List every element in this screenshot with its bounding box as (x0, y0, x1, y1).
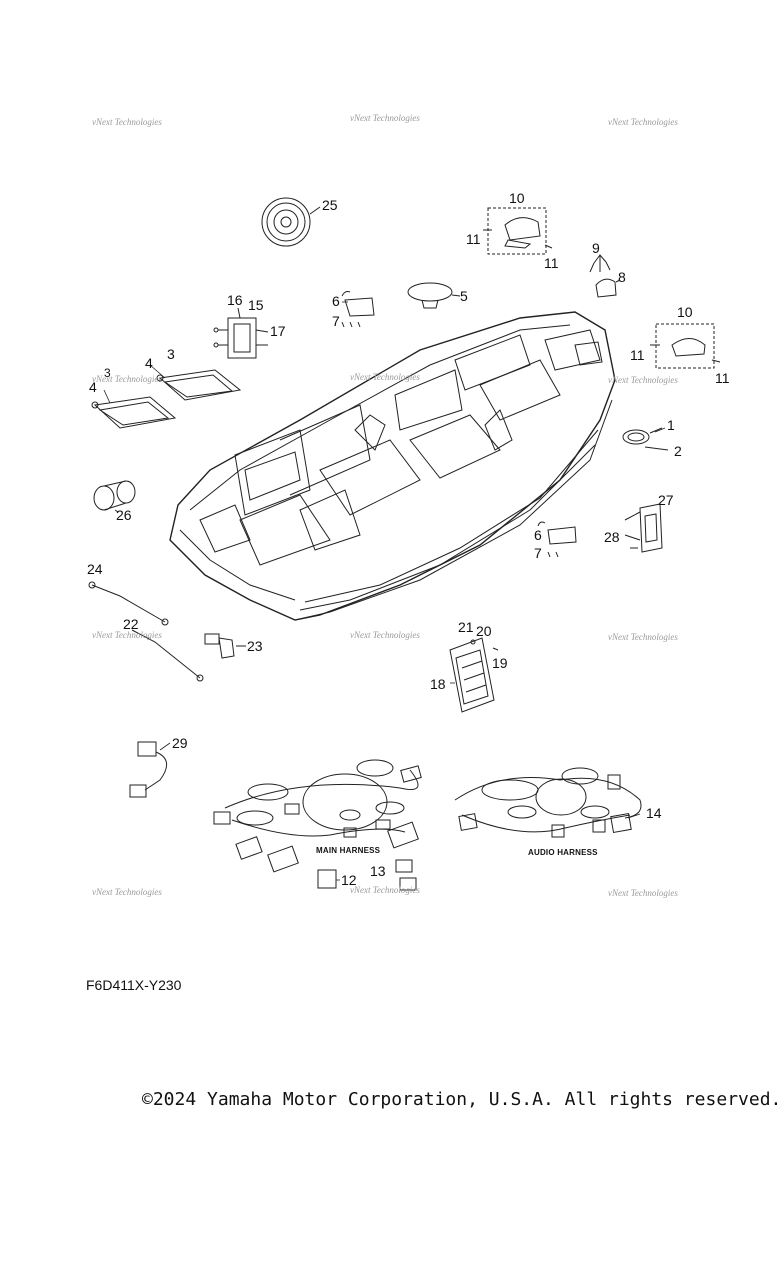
part-15-16-17-bracket (213, 307, 269, 359)
callout-11-top-right: 11 (544, 255, 559, 271)
watermark-3: vNext Technologies (608, 117, 678, 127)
callout-8: 8 (618, 269, 626, 285)
callout-20: 20 (476, 623, 492, 639)
watermark-2: vNext Technologies (350, 113, 420, 123)
callout-2: 2 (674, 443, 682, 459)
watermark-4: vNext Technologies (92, 374, 162, 384)
watermark-10: vNext Technologies (92, 887, 162, 897)
part-27-28-bracket (624, 503, 663, 553)
boat-hull (169, 311, 616, 621)
part-10-light-assembly-top (483, 207, 553, 255)
callout-6-upper: 6 (332, 293, 340, 309)
main-harness (213, 759, 422, 873)
leader-lines (103, 301, 666, 881)
callout-13: 13 (370, 863, 386, 879)
part-29-adapter (129, 741, 167, 798)
callout-11-right-left: 11 (630, 347, 645, 363)
callout-9: 9 (592, 240, 600, 256)
callout-27: 27 (658, 492, 674, 508)
part-3-4-trays (91, 369, 242, 429)
part-5-cover (407, 282, 461, 309)
watermark-8: vNext Technologies (350, 630, 420, 640)
callout-1: 1 (667, 417, 675, 433)
callout-6-lower: 6 (534, 527, 542, 543)
part-8-9-connector (589, 254, 621, 298)
callout-23: 23 (247, 638, 263, 654)
part-18-fuse-box (449, 637, 499, 713)
part-22-24-cables (88, 581, 204, 682)
audio-harness (454, 767, 642, 838)
part-25-cover (261, 197, 321, 247)
callout-12: 12 (341, 872, 357, 888)
callout-19: 19 (492, 655, 508, 671)
part-10-light-assembly-right (650, 323, 721, 369)
callout-29: 29 (172, 735, 188, 751)
part-1-2-plate (622, 427, 669, 451)
callout-16: 16 (227, 292, 243, 308)
part-6-7-light-lower (537, 521, 577, 558)
callout-5: 5 (460, 288, 468, 304)
audio-harness-label: AUDIO HARNESS (528, 848, 598, 857)
part-26-socket (93, 480, 136, 513)
callout-4-lower: 4 (89, 379, 97, 395)
callout-10-right: 10 (677, 304, 693, 320)
callout-17: 17 (270, 323, 286, 339)
callout-24: 24 (87, 561, 103, 577)
watermark-1: vNext Technologies (92, 117, 162, 127)
callout-10-top: 10 (509, 190, 525, 206)
watermark-9: vNext Technologies (608, 632, 678, 642)
watermark-7: vNext Technologies (92, 630, 162, 640)
callout-7-upper: 7 (332, 313, 340, 329)
callout-4-upper: 4 (145, 355, 153, 371)
callout-15: 15 (248, 297, 264, 313)
callout-11-top-left: 11 (466, 231, 481, 247)
callout-28: 28 (604, 529, 620, 545)
callout-26: 26 (116, 507, 132, 523)
part-12-13-relays (317, 859, 417, 891)
callout-3: 3 (167, 346, 175, 362)
callout-3-small: 3 (104, 366, 111, 380)
diagram-code: F6D411X-Y230 (86, 977, 182, 993)
watermark-5: vNext Technologies (350, 372, 420, 382)
part-23-fitting (204, 633, 246, 659)
watermark-11: vNext Technologies (350, 885, 420, 895)
callout-18: 18 (430, 676, 446, 692)
watermark-6: vNext Technologies (608, 375, 678, 385)
main-harness-label: MAIN HARNESS (316, 846, 381, 855)
part-6-7-light-upper (341, 291, 375, 328)
callout-7-lower: 7 (534, 545, 542, 561)
callout-22: 22 (123, 616, 139, 632)
copyright-notice: ©2024 Yamaha Motor Corporation, U.S.A. A… (142, 1089, 781, 1110)
watermark-12: vNext Technologies (608, 888, 678, 898)
callout-14: 14 (646, 805, 662, 821)
callout-11-right-right: 11 (715, 370, 730, 386)
callout-25: 25 (322, 197, 338, 213)
callout-21: 21 (458, 619, 474, 635)
